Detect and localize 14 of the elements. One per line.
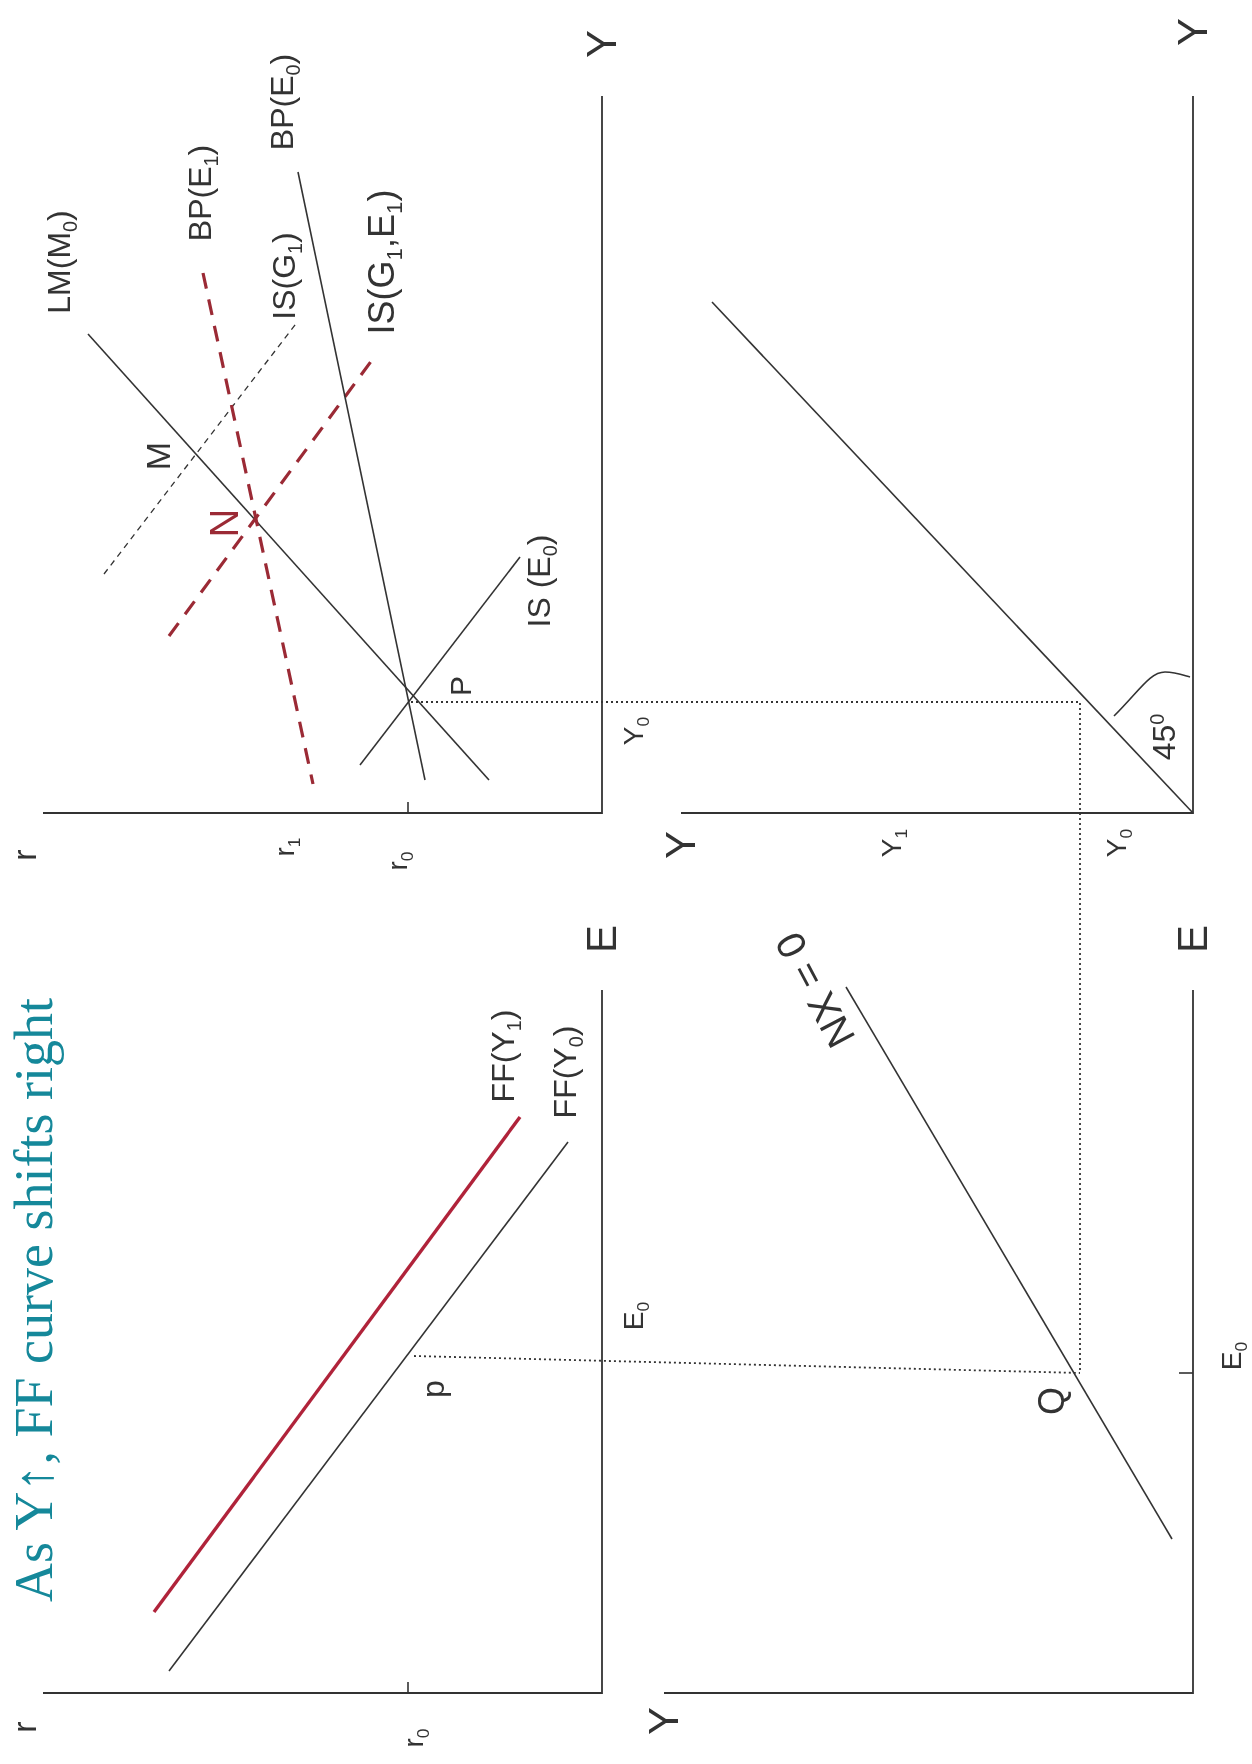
axis-label: p bbox=[417, 1380, 449, 1398]
axis-label: Y bbox=[1172, 18, 1214, 46]
axis-label: Q bbox=[1034, 1387, 1070, 1415]
axis-label: N bbox=[204, 508, 244, 538]
axis-label: NX = 0 bbox=[768, 926, 862, 1054]
axis-label: r bbox=[7, 849, 41, 861]
axis-label: Y bbox=[660, 831, 702, 859]
axis-label: E bbox=[1172, 925, 1214, 953]
axis-label: E bbox=[581, 925, 623, 953]
axis-label: r bbox=[7, 1721, 41, 1733]
axis-label: Y bbox=[643, 1707, 685, 1735]
axis-label: M bbox=[141, 441, 175, 471]
axis-label: Y bbox=[581, 30, 623, 58]
axis-label: P bbox=[446, 676, 476, 696]
